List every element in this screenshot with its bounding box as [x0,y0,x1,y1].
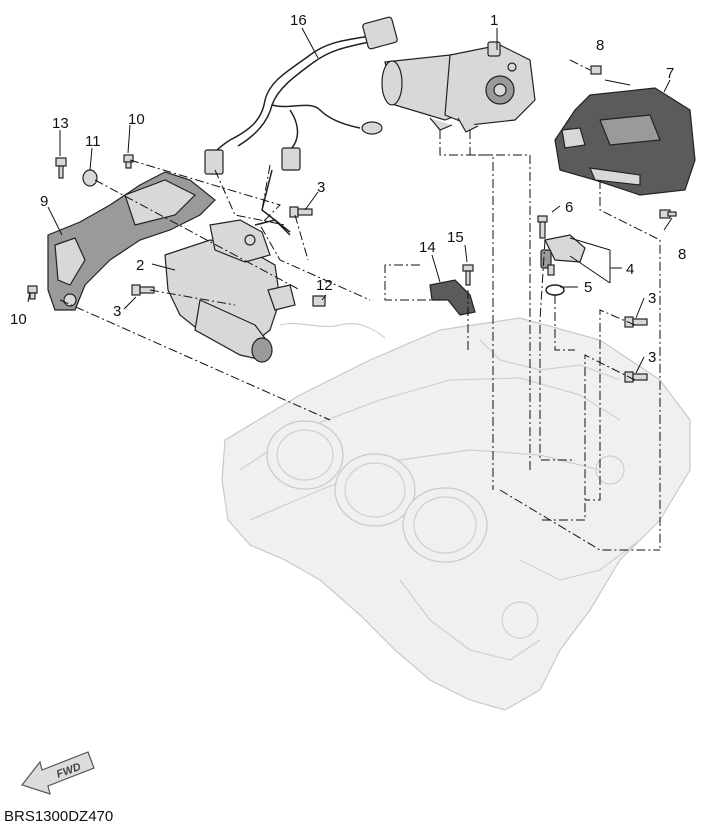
callout-8-bottom: 8 [678,246,686,263]
bolt-13[interactable] [55,157,67,179]
callout-2: 2 [136,257,144,274]
callout-6: 6 [565,199,573,216]
shift-motor[interactable] [164,219,296,363]
engine-block-ghost [221,317,691,711]
callout-9: 9 [40,193,48,210]
callout-7: 7 [666,65,674,82]
callout-labels: 1 2 3 3 3 3 4 5 6 7 8 8 9 10 10 11 12 13… [10,12,686,366]
bolt-3-upper[interactable] [289,206,313,218]
callout-15: 15 [447,229,464,246]
bolt-10-bottom[interactable] [27,285,38,300]
actuator-motor[interactable] [381,41,536,133]
leader-lines [27,27,673,374]
callout-10-bottom: 10 [10,311,27,328]
callout-11: 11 [85,133,101,150]
assembly-lines [59,59,661,551]
collar-11[interactable] [82,169,98,187]
actuator-cover[interactable] [554,87,696,196]
wire-harness[interactable] [204,16,398,233]
hose[interactable] [279,322,386,339]
callout-3-right-upper: 3 [648,290,656,307]
bolt-3-left[interactable] [131,284,155,296]
callout-5: 5 [584,279,592,296]
bolt-12[interactable] [312,295,326,307]
callout-10-top: 10 [128,111,145,128]
bolt-6[interactable] [537,215,548,239]
callout-4: 4 [626,261,634,278]
callout-1: 1 [490,12,498,29]
diagram-reference-code: BRS1300DZ470 [4,808,114,825]
left-bracket-cover[interactable] [47,171,216,311]
bolt-8-bottom[interactable] [659,209,677,219]
callout-8-top: 8 [596,37,604,54]
forward-direction-arrow: FWD [20,751,95,795]
callout-14: 14 [419,239,436,256]
bolt-15[interactable] [462,264,474,286]
callout-3-upper: 3 [317,179,325,196]
callout-3-left: 3 [113,303,121,320]
callout-13: 13 [52,115,69,132]
callout-12: 12 [316,277,333,294]
bolt-10-top[interactable] [123,154,134,169]
bolt-8-top[interactable] [590,65,602,75]
callout-3-right-lower: 3 [648,349,656,366]
callout-16: 16 [290,12,307,29]
